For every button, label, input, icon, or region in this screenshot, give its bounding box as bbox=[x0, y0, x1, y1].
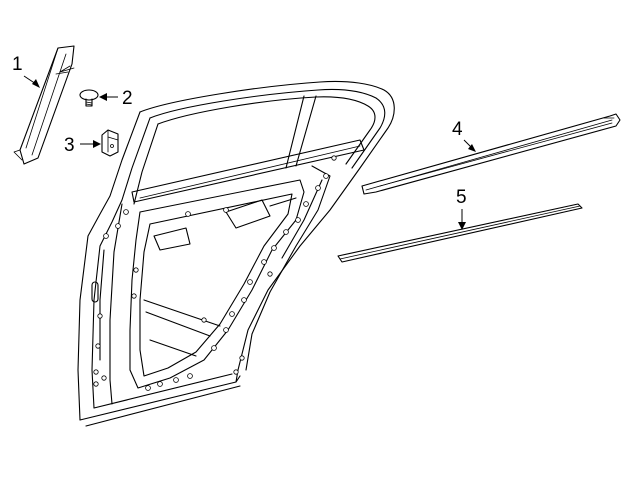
callout-label-3: 3 bbox=[64, 135, 75, 156]
leader-arrow-4 bbox=[468, 144, 476, 152]
leader-arrow-2 bbox=[99, 93, 107, 101]
callout-label-4: 4 bbox=[452, 119, 463, 140]
part-2-screw bbox=[79, 89, 99, 107]
callout-label-5: 5 bbox=[456, 187, 467, 208]
leader-arrow-3 bbox=[93, 140, 101, 148]
callout-label-1: 1 bbox=[12, 54, 23, 75]
leader-arrow-5 bbox=[458, 222, 466, 230]
part-1-frame-trim bbox=[13, 45, 75, 165]
door-shell bbox=[77, 80, 395, 427]
part-4-weatherstrip bbox=[361, 113, 621, 195]
callout-label-2: 2 bbox=[122, 88, 133, 109]
leader-arrow-1 bbox=[32, 79, 40, 88]
part-5-lower-moulding bbox=[337, 203, 583, 263]
part-3-retainer bbox=[101, 129, 119, 157]
